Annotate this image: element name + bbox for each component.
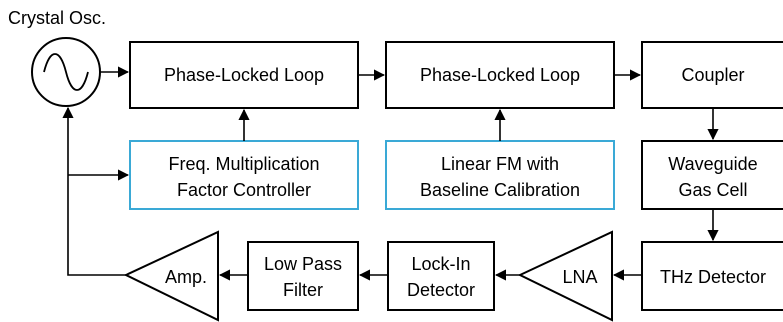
lpf-label-line1: Low Pass: [264, 254, 342, 274]
thz-detector-label: THz Detector: [660, 267, 766, 287]
waveguide-label-line2: Gas Cell: [678, 180, 747, 200]
linear-fm-label-line1: Linear FM with: [441, 154, 559, 174]
lna-label: LNA: [562, 267, 597, 287]
waveguide-gas-cell-block: [641, 140, 783, 210]
lock-in-label-line2: Detector: [407, 280, 475, 300]
feedback-to-osc-arrow: [62, 106, 126, 276]
freq-mult-label-line1: Freq. Multiplication: [168, 154, 319, 174]
coupler-label: Coupler: [681, 65, 744, 85]
lna-amplifier: [517, 230, 613, 322]
freq-mult-label-line2: Factor Controller: [177, 180, 311, 200]
pll-block-1-label: Phase-Locked Loop: [164, 65, 324, 85]
linear-fm-label-line2: Baseline Calibration: [420, 180, 580, 200]
pll-block-2: [385, 41, 615, 109]
crystal-osc-label: Crystal Osc.: [8, 8, 106, 28]
pll-block-1: [129, 41, 359, 109]
lpf-label-line2: Filter: [283, 280, 323, 300]
waveguide-label-line1: Waveguide: [668, 154, 757, 174]
thz-detector-block: [641, 241, 783, 311]
freq-mult-controller-block: [129, 140, 359, 210]
coupler-block: [641, 41, 783, 109]
lock-in-detector-block: [387, 241, 495, 311]
linear-fm-block: [385, 140, 615, 210]
amp-label: Amp.: [165, 267, 207, 287]
lock-in-label-line1: Lock-In: [411, 254, 470, 274]
pll-block-2-label: Phase-Locked Loop: [420, 65, 580, 85]
amp-amplifier: [123, 230, 219, 322]
sine-source-icon: [31, 37, 101, 107]
low-pass-filter-block: [247, 241, 359, 311]
